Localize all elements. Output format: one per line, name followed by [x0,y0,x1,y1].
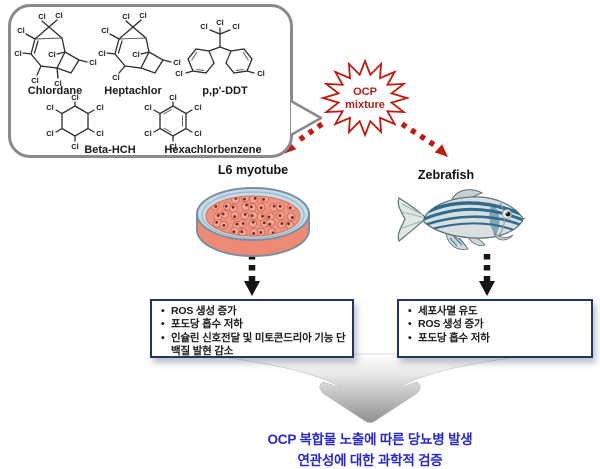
result-item: 포도당 흡수 저하 [158,318,346,332]
chlorine-atom-label: Cl [71,93,79,102]
black-arrow-left [244,254,260,296]
chlorine-atom-label: Cl [46,129,54,138]
ddt-structure: Cl Cl Cl Cl Cl [175,18,265,78]
merge-arrow [199,353,541,424]
result-item: ROS 생성 증가 [405,318,585,332]
chlorine-atom-label: Cl [194,129,202,138]
l6-myotube-label: L6 myotube [217,163,289,177]
chlorine-atom-label: Cl [17,26,25,35]
zebrafish-results-list: 세포사멸 유도 ROS 생성 증가 포도당 흡수 저하 [405,305,585,346]
cell-culture [210,196,296,236]
l6-results-box: ROS 생성 증가 포도당 흡수 저하 인슐린 신호전달 및 미토콘드리아 기능… [150,299,354,358]
conclusion-line1: OCP 복합물 노출에 따른 당뇨병 발생 [267,432,473,447]
chlorine-atom-label: Cl [101,26,109,35]
chlorine-atom-label: Cl [89,58,97,67]
chlorine-atom-label: Cl [169,93,177,102]
chlorine-atom-label: Cl [31,76,39,85]
zebrafish-results-box: 세포사멸 유도 ROS 생성 증가 포도당 흡수 저하 [397,299,593,358]
chlorine-atom-label: Cl [122,12,130,21]
molecule-name: Heptachlor [104,85,162,97]
l6-results-list: ROS 생성 증가 포도당 흡수 저하 인슐린 신호전달 및 미토콘드리아 기능… [158,305,346,359]
result-item: ROS 생성 증가 [158,305,346,319]
hexachlorbenzene-structure: Cl Cl Cl Cl Cl Cl [144,93,202,151]
starburst-line2: mixture [345,99,385,111]
chemical-structures: Cl Cl Cl Cl Cl Cl Cl Cl Chlordane Cl Cl … [14,11,265,155]
chlorine-atom-label: Cl [96,129,104,138]
ocp-mixture-starburst: OCP mixture [319,58,411,138]
chlorine-atom-label: Cl [98,49,106,58]
chlorine-atom-label: Cl [46,103,54,112]
chlordane-structure: Cl Cl Cl Cl Cl Cl Cl Cl [14,11,97,88]
result-item: 세포사멸 유도 [405,305,585,319]
chlorine-atom-label: Cl [139,11,147,20]
chlorine-atom-label: Cl [54,79,62,88]
chlorine-atom-label: Cl [144,129,152,138]
red-arrow-right [400,121,448,157]
chlorine-atom-label: Cl [232,22,240,31]
starburst-line1: OCP [353,86,377,98]
molecule-name: p,p'-DDT [202,85,248,97]
callout-pointer [290,99,323,137]
heptachlor-structure: Cl Cl Cl Cl Cl Cl Cl [98,11,181,82]
chlorine-atom-label: Cl [169,142,177,151]
petri-dish-image [196,187,310,257]
result-item: 인슐린 신호전달 및 미토콘드리아 기능 단백질 발현 감소 [158,332,346,359]
beta-hch-structure: Cl Cl Cl Cl Cl Cl [46,93,104,151]
chlorine-atom-label: Cl [216,18,224,27]
zebrafish-label: Zebrafish [417,168,475,182]
chlorine-atom-label: Cl [200,22,208,31]
chlorine-atom-label: Cl [38,12,46,21]
chlorine-atom-label: Cl [173,58,181,67]
chlorine-atom-label: Cl [55,11,63,20]
ocp-chemicals-panel: Cl Cl Cl Cl Cl Cl Cl Cl Chlordane Cl Cl … [8,4,293,158]
zebrafish-image [397,189,526,250]
molecule-name: Hexachlorbenzene [164,144,261,155]
chlorine-atom-label: Cl [194,103,202,112]
chlorine-atom-label: Cl [175,69,183,78]
conclusion-line2: 연관성에 대한 과학적 검증 [297,453,443,468]
molecule-name: Chlordane [28,85,82,97]
chlorine-atom-label: Cl [132,50,140,59]
chlorine-atom-label: Cl [14,49,22,58]
chlorine-atom-label: Cl [112,73,120,82]
chlorine-atom-label: Cl [48,50,56,59]
result-item: 포도당 흡수 저하 [405,332,585,346]
chlorine-atom-label: Cl [257,69,265,78]
chlorine-atom-label: Cl [144,103,152,112]
chlorine-atom-label: Cl [71,142,79,151]
fish-tail [397,197,427,242]
chlorine-atom-label: Cl [96,103,104,112]
black-arrow-right [479,254,495,296]
molecule-name: Beta-HCH [84,144,135,155]
